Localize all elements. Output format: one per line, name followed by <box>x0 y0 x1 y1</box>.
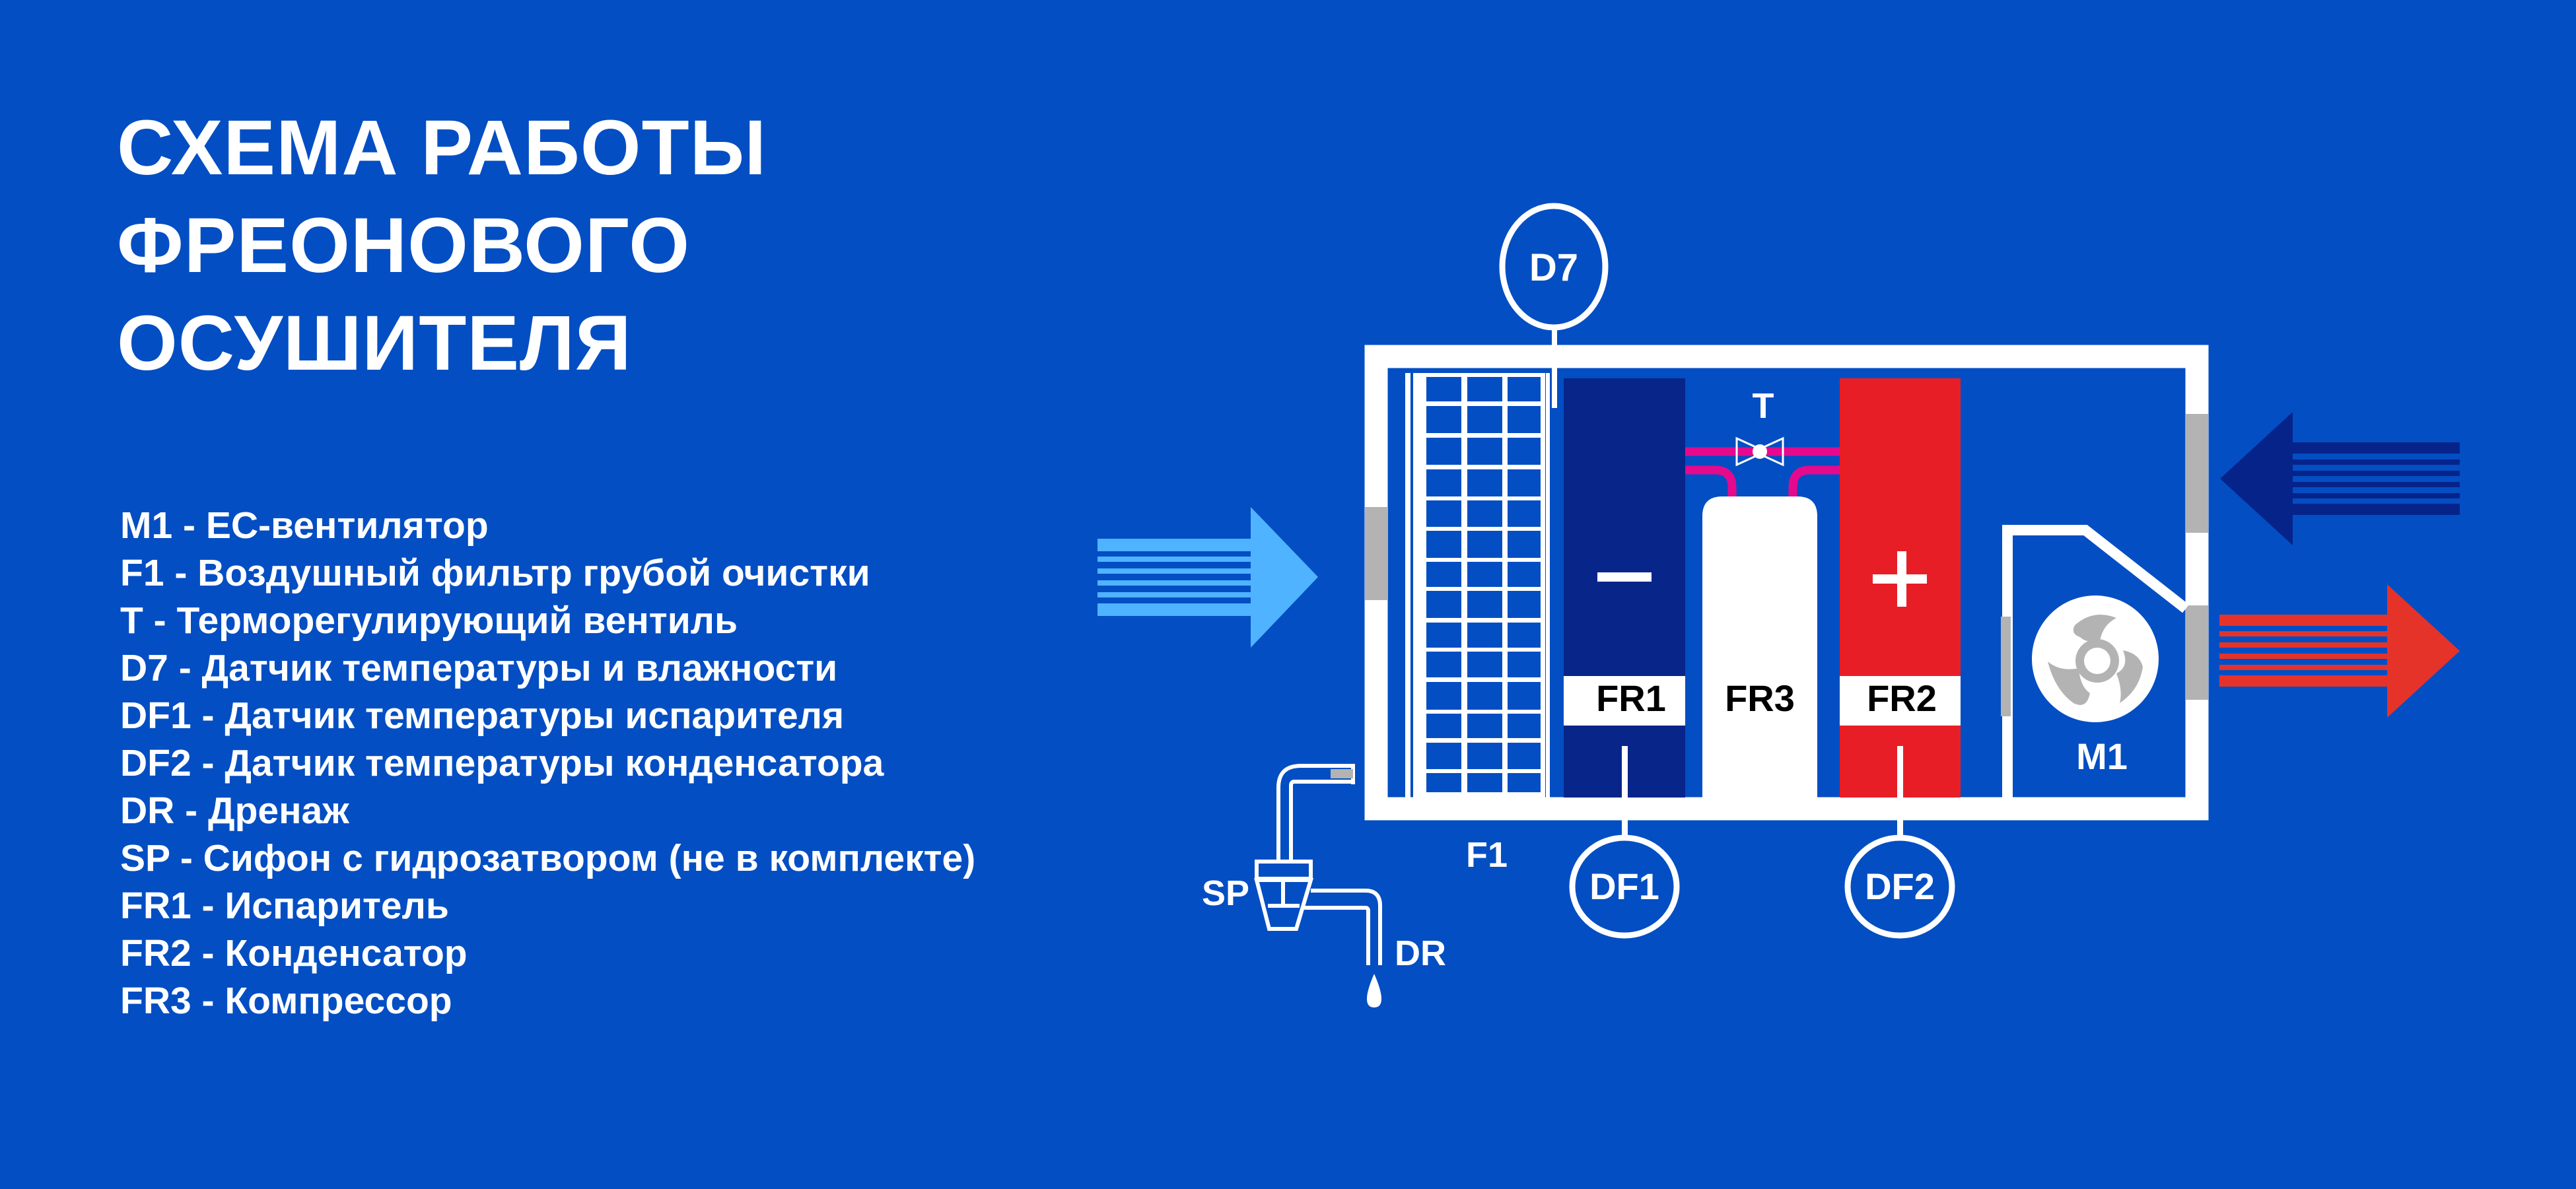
intake-arrow-icon <box>1097 507 1318 648</box>
dr-label: DR <box>1395 934 1446 973</box>
sensor-d7: D7 <box>1499 203 1609 408</box>
intake-damper <box>1365 507 1388 600</box>
outlet-arrow-icon <box>2219 584 2460 718</box>
condenser-fr2: FR2 <box>1840 378 1961 798</box>
df1-label: DF1 <box>1589 866 1659 907</box>
t-label: T <box>1753 386 1774 426</box>
legend-list: M1 - ЕС-вентилятор F1 - Воздушный фильтр… <box>120 502 975 1025</box>
legend-item-df1: DF1 - Датчик температуры испарителя <box>120 695 845 737</box>
legend-item-m1: M1 - ЕС-вентилятор <box>120 504 489 547</box>
page-title: СХЕМА РАБОТЫ ФРЕОНОВОГО ОСУШИТЕЛЯ <box>117 99 767 392</box>
legend-item-f1: F1 - Воздушный фильтр грубой очистки <box>120 552 870 594</box>
legend-item-fr3: FR3 - Компрессор <box>120 980 452 1022</box>
drain-port <box>1331 769 1353 778</box>
compressor-fr3: FR3 <box>1702 496 1817 798</box>
d7-label: D7 <box>1529 246 1578 289</box>
return-arrow-icon <box>2220 412 2460 545</box>
title-line-1: СХЕМА РАБОТЫ <box>117 104 767 191</box>
fr2-label: FR2 <box>1867 677 1937 719</box>
sensor-df2: DF2 <box>1844 820 1955 939</box>
fan-housing-m1: M1 <box>2001 525 2189 798</box>
title-line-3: ОСУШИТЕЛЯ <box>117 300 632 387</box>
df2-label: DF2 <box>1865 866 1935 907</box>
minus-icon <box>1597 572 1652 582</box>
legend-item-sp: SP - Сифон с гидрозатвором (не в комплек… <box>120 837 976 879</box>
filter-f1 <box>1405 373 1550 798</box>
fr1-label: FR1 <box>1596 677 1666 719</box>
f1-label: F1 <box>1466 835 1508 875</box>
legend-item-dr: DR - Дренаж <box>120 790 349 832</box>
legend-item-t: T - Терморегулирующий вентиль <box>120 599 738 642</box>
legend-item-fr1: FR1 - Испаритель <box>120 885 449 927</box>
fan-icon <box>2032 595 2159 722</box>
fr3-label: FR3 <box>1725 677 1795 719</box>
sensor-df1: DF1 <box>1569 820 1680 939</box>
water-drop-icon <box>1367 974 1381 1007</box>
evaporator-fr1: FR1 <box>1564 378 1685 798</box>
siphon-sp <box>1254 764 1382 965</box>
sp-label: SP <box>1202 873 1249 913</box>
expansion-valve-icon <box>1735 436 1784 467</box>
return-damper <box>2186 414 2208 533</box>
outlet-damper <box>2186 605 2208 700</box>
legend-item-df2: DF2 - Датчик температуры конденсатора <box>120 742 884 784</box>
m1-label: M1 <box>2076 735 2128 777</box>
title-line-2: ФРЕОНОВОГО <box>117 202 691 289</box>
legend-item-fr2: FR2 - Конденсатор <box>120 932 468 974</box>
legend-item-d7: D7 - Датчик температуры и влажности <box>120 647 838 689</box>
